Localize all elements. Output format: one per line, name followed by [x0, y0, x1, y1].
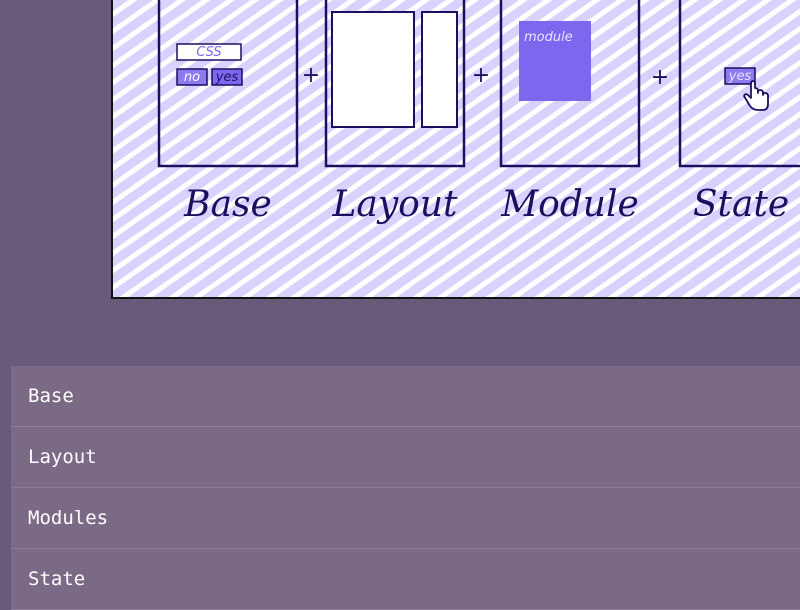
list-item-state[interactable]: State: [11, 549, 800, 610]
list-item-label: Modules: [28, 507, 109, 529]
list-item-label: Base: [28, 385, 74, 407]
label-base: Base: [183, 184, 272, 225]
state-yes-text: yes: [728, 69, 752, 84]
state-box: yes: [678, 0, 800, 168]
no-pill: [176, 68, 208, 86]
pointer-hand-icon: [743, 80, 769, 111]
base-box: CSS no yes: [157, 0, 299, 168]
list-item-base[interactable]: Base: [11, 366, 800, 427]
list-item-label: Layout: [28, 446, 97, 468]
no-text: no: [184, 70, 200, 85]
module-text: module: [524, 30, 573, 45]
smacss-diagram: CSS no yes + + module + yes: [111, 0, 800, 299]
list-item-modules[interactable]: Modules: [11, 488, 800, 549]
plus-sign: +: [302, 63, 320, 88]
label-layout: Layout: [331, 184, 458, 225]
plus-sign: +: [651, 65, 669, 90]
list-item-layout[interactable]: Layout: [11, 427, 800, 488]
layout-box: [324, 0, 466, 168]
label-state: State: [693, 184, 789, 225]
module-box: module: [499, 0, 641, 168]
yes-text: yes: [215, 70, 239, 85]
plus-sign: +: [472, 63, 490, 88]
label-module: Module: [500, 184, 639, 225]
category-list: Base Layout Modules State: [11, 366, 800, 610]
list-item-label: State: [28, 568, 86, 590]
yes-pill: [211, 68, 243, 86]
css-pill: [176, 43, 242, 61]
css-text: CSS: [196, 45, 221, 60]
